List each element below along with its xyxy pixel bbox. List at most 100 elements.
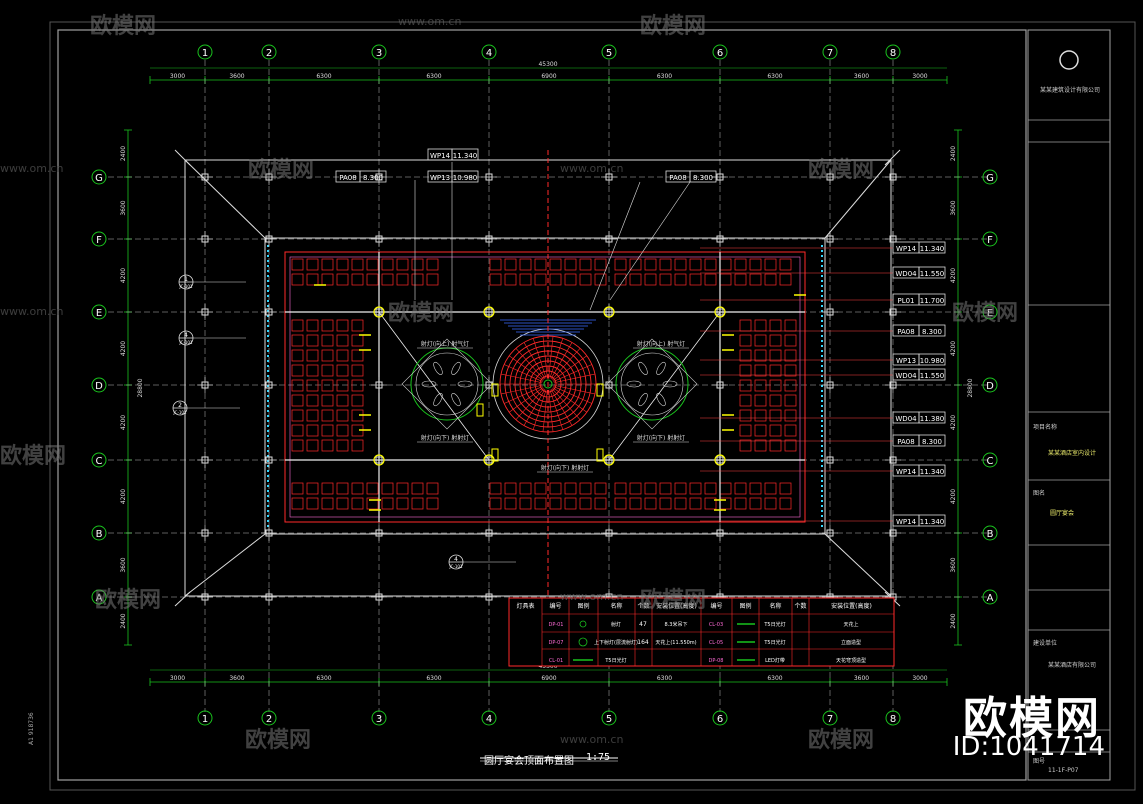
grid-bubble-label: 5 bbox=[606, 714, 612, 725]
detail-marker-sheet: JC-101 bbox=[172, 410, 187, 415]
dimension-label: 6900 bbox=[541, 675, 556, 682]
legend-position: 天花上(11.550m) bbox=[655, 639, 696, 646]
coffer-cell bbox=[754, 394, 767, 407]
dimension-label: 6300 bbox=[657, 73, 672, 80]
dimension-label: 4200 bbox=[120, 415, 127, 430]
grid-bubble bbox=[885, 710, 901, 726]
coffer-cell bbox=[689, 482, 702, 495]
coffer-boundary bbox=[284, 251, 806, 523]
tag-code: WP13 bbox=[896, 357, 916, 365]
coffer-cell bbox=[351, 439, 364, 452]
coffer-cell bbox=[784, 424, 797, 437]
coffer-cell bbox=[779, 482, 792, 495]
coffer-cell bbox=[784, 439, 797, 452]
coffer-cell bbox=[784, 409, 797, 422]
legend-header: 名称 bbox=[769, 602, 781, 610]
grid-bubble-label: E bbox=[96, 308, 102, 319]
tag-box bbox=[918, 353, 946, 366]
coffer-cell bbox=[734, 497, 747, 510]
legend-header: 个数 bbox=[637, 602, 649, 610]
company-logo-mark bbox=[1059, 50, 1079, 70]
grid-bubble bbox=[91, 304, 107, 320]
grid-bubble bbox=[91, 231, 107, 247]
coffer-cell bbox=[321, 424, 334, 437]
column-nodes bbox=[197, 169, 901, 605]
legend-symbol bbox=[579, 620, 587, 628]
tag-value: 11.340 bbox=[453, 152, 478, 160]
grid-bubble bbox=[91, 452, 107, 468]
tag-value: 11.340 bbox=[920, 468, 945, 476]
dome-rib bbox=[553, 386, 592, 404]
coffer-cell bbox=[659, 258, 672, 271]
title-block-drawing-label: 图名 bbox=[1033, 490, 1046, 497]
hip-line bbox=[174, 591, 191, 607]
coffer-cell bbox=[614, 482, 627, 495]
coffer-cell bbox=[351, 379, 364, 392]
coffer-cell bbox=[321, 379, 334, 392]
coffer-cell bbox=[689, 258, 702, 271]
medallion-motif bbox=[626, 380, 642, 388]
grid-bubble-label: G bbox=[95, 173, 103, 184]
legend-header: 编号 bbox=[549, 602, 561, 610]
coffer-cell bbox=[411, 482, 424, 495]
coffer-cell bbox=[564, 273, 577, 286]
annotation-label: 射灯(向下) 射射灯 bbox=[541, 464, 590, 472]
legend-header: 名称 bbox=[610, 602, 622, 610]
coffer-cell bbox=[769, 409, 782, 422]
dimension-label: 3000 bbox=[170, 675, 185, 682]
medallion-motif bbox=[451, 361, 461, 375]
legend-name: T5日光灯 bbox=[763, 621, 785, 628]
legend-position: 天花上 bbox=[843, 621, 858, 628]
coffer-cell bbox=[396, 273, 409, 286]
spotlight-node bbox=[603, 306, 615, 318]
coffer-cell bbox=[564, 482, 577, 495]
coffer-cell bbox=[504, 258, 517, 271]
coffer-cell bbox=[749, 258, 762, 271]
dimension-label: 3600 bbox=[229, 73, 244, 80]
dimension-total: 28800 bbox=[967, 378, 974, 397]
watermark-url: www.om.cn bbox=[0, 162, 64, 175]
grid-bubble-label: E bbox=[987, 308, 993, 319]
legend-code: CL-01 bbox=[549, 658, 563, 664]
coffer-cell bbox=[674, 273, 687, 286]
coffer-cell bbox=[321, 364, 334, 377]
grid-bubble-label: 4 bbox=[486, 714, 492, 725]
coffer-cell bbox=[579, 273, 592, 286]
title-block-project: 某某酒店室内设计 bbox=[1048, 450, 1097, 457]
grid-bubble-label: F bbox=[96, 235, 102, 246]
tag-box bbox=[918, 411, 946, 424]
tag-code: PA08 bbox=[897, 328, 914, 336]
grid-bubble bbox=[982, 169, 998, 185]
grid-bubble-label: 6 bbox=[717, 714, 723, 725]
leader-line bbox=[589, 181, 641, 311]
detail-marker-sheet: JC-101 bbox=[178, 340, 193, 345]
coffer-cell bbox=[784, 319, 797, 332]
grid-bubble-label: 8 bbox=[890, 48, 896, 59]
coffer-cell bbox=[519, 258, 532, 271]
grid-bubble-label: A bbox=[96, 593, 103, 604]
tag-code: WP14 bbox=[430, 152, 451, 160]
grid-bubble bbox=[91, 525, 107, 541]
legend-symbol bbox=[578, 637, 588, 647]
coffer-cell bbox=[769, 424, 782, 437]
dome-rib bbox=[549, 389, 564, 430]
coffer-cell bbox=[704, 273, 717, 286]
dimension-total: 45300 bbox=[538, 61, 557, 68]
grid-bubble-label: C bbox=[96, 456, 103, 467]
title-block-project-label: 项目名称 bbox=[1033, 424, 1058, 431]
legend-name: 上下射灯(层流射灯) bbox=[594, 639, 638, 646]
legend-header: 图例 bbox=[577, 602, 589, 610]
tag-code: PA08 bbox=[897, 438, 914, 446]
coffer-cell bbox=[411, 497, 424, 510]
grid-bubble bbox=[91, 169, 107, 185]
coffer-cell bbox=[291, 273, 304, 286]
coffer-cell bbox=[336, 394, 349, 407]
coffer-cell bbox=[764, 273, 777, 286]
coffer-cell bbox=[504, 497, 517, 510]
medallion-motif bbox=[457, 380, 473, 388]
coffer-cell bbox=[564, 497, 577, 510]
leader-line bbox=[609, 181, 691, 301]
coffer-cell bbox=[549, 258, 562, 271]
coffer-cell bbox=[291, 319, 304, 332]
